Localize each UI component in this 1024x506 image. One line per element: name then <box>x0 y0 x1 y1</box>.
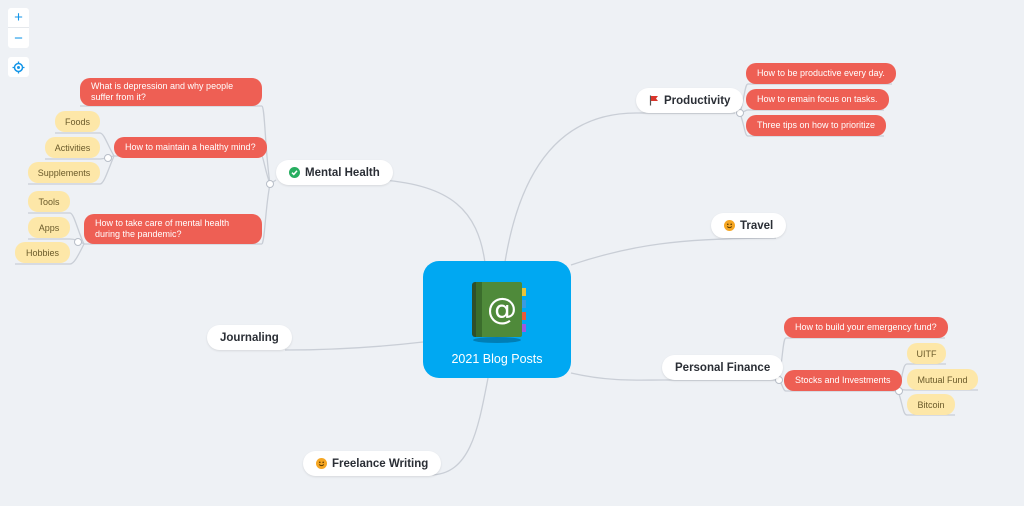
subtopic-emergency-fund[interactable]: How to build your emergency fund? <box>784 317 948 338</box>
smiley-icon <box>316 458 327 469</box>
leaf-uitf[interactable]: UITF <box>907 343 946 364</box>
center-view-button[interactable] <box>8 57 29 77</box>
zoom-controls: + − <box>8 8 29 77</box>
flag-icon <box>649 95 659 106</box>
topic-productivity[interactable]: Productivity <box>636 88 744 113</box>
zoom-in-button[interactable]: + <box>8 8 29 28</box>
subtopic-healthy-mind[interactable]: How to maintain a healthy mind? <box>114 137 267 158</box>
central-topic-title: 2021 Blog Posts <box>451 352 543 366</box>
svg-text:@: @ <box>487 292 517 327</box>
subtopic-depression[interactable]: What is depression and why people suffer… <box>80 78 262 106</box>
leaf-activities[interactable]: Activities <box>45 137 100 158</box>
leaf-bitcoin[interactable]: Bitcoin <box>907 394 955 415</box>
target-icon <box>12 61 25 73</box>
topic-mental-health[interactable]: Mental Health <box>276 160 393 185</box>
link-central-travel <box>570 237 777 266</box>
leaf-mutual-fund[interactable]: Mutual Fund <box>907 369 978 390</box>
address-book-icon: @ <box>472 282 526 343</box>
topic-travel[interactable]: Travel <box>711 213 787 238</box>
topic-personal-finance[interactable]: Personal Finance <box>662 355 784 380</box>
check-circle-icon <box>289 167 300 178</box>
topic-freelance-writing[interactable]: Freelance Writing <box>303 451 442 476</box>
smiley-icon <box>724 220 735 231</box>
leaf-tools[interactable]: Tools <box>28 191 70 212</box>
subtopic-stocks-investments[interactable]: Stocks and Investments <box>784 370 902 391</box>
link-central-journaling <box>284 341 424 351</box>
central-topic[interactable]: @ 2021 Blog Posts <box>423 261 571 378</box>
leaf-hobbies[interactable]: Hobbies <box>15 242 70 263</box>
link-mh-pandemic <box>261 183 271 245</box>
leaf-foods[interactable]: Foods <box>55 111 100 132</box>
zoom-out-button[interactable]: − <box>8 28 29 48</box>
link-central-finance <box>570 372 663 381</box>
link-mh-depression <box>261 105 271 185</box>
link-central-mental-health <box>381 179 486 264</box>
subtopic-pandemic[interactable]: How to take care of mental health during… <box>84 214 262 244</box>
subtopic-productive-every-day[interactable]: How to be productive every day. <box>746 63 896 84</box>
link-central-productivity <box>504 112 637 263</box>
leaf-apps[interactable]: Apps <box>28 217 70 238</box>
leaf-supplements[interactable]: Supplements <box>28 162 100 183</box>
topic-journaling[interactable]: Journaling <box>207 325 292 350</box>
subtopic-remain-focus[interactable]: How to remain focus on tasks. <box>746 89 889 110</box>
subtopic-prioritize[interactable]: Three tips on how to prioritize <box>746 115 887 136</box>
link-central-freelance <box>429 377 489 476</box>
